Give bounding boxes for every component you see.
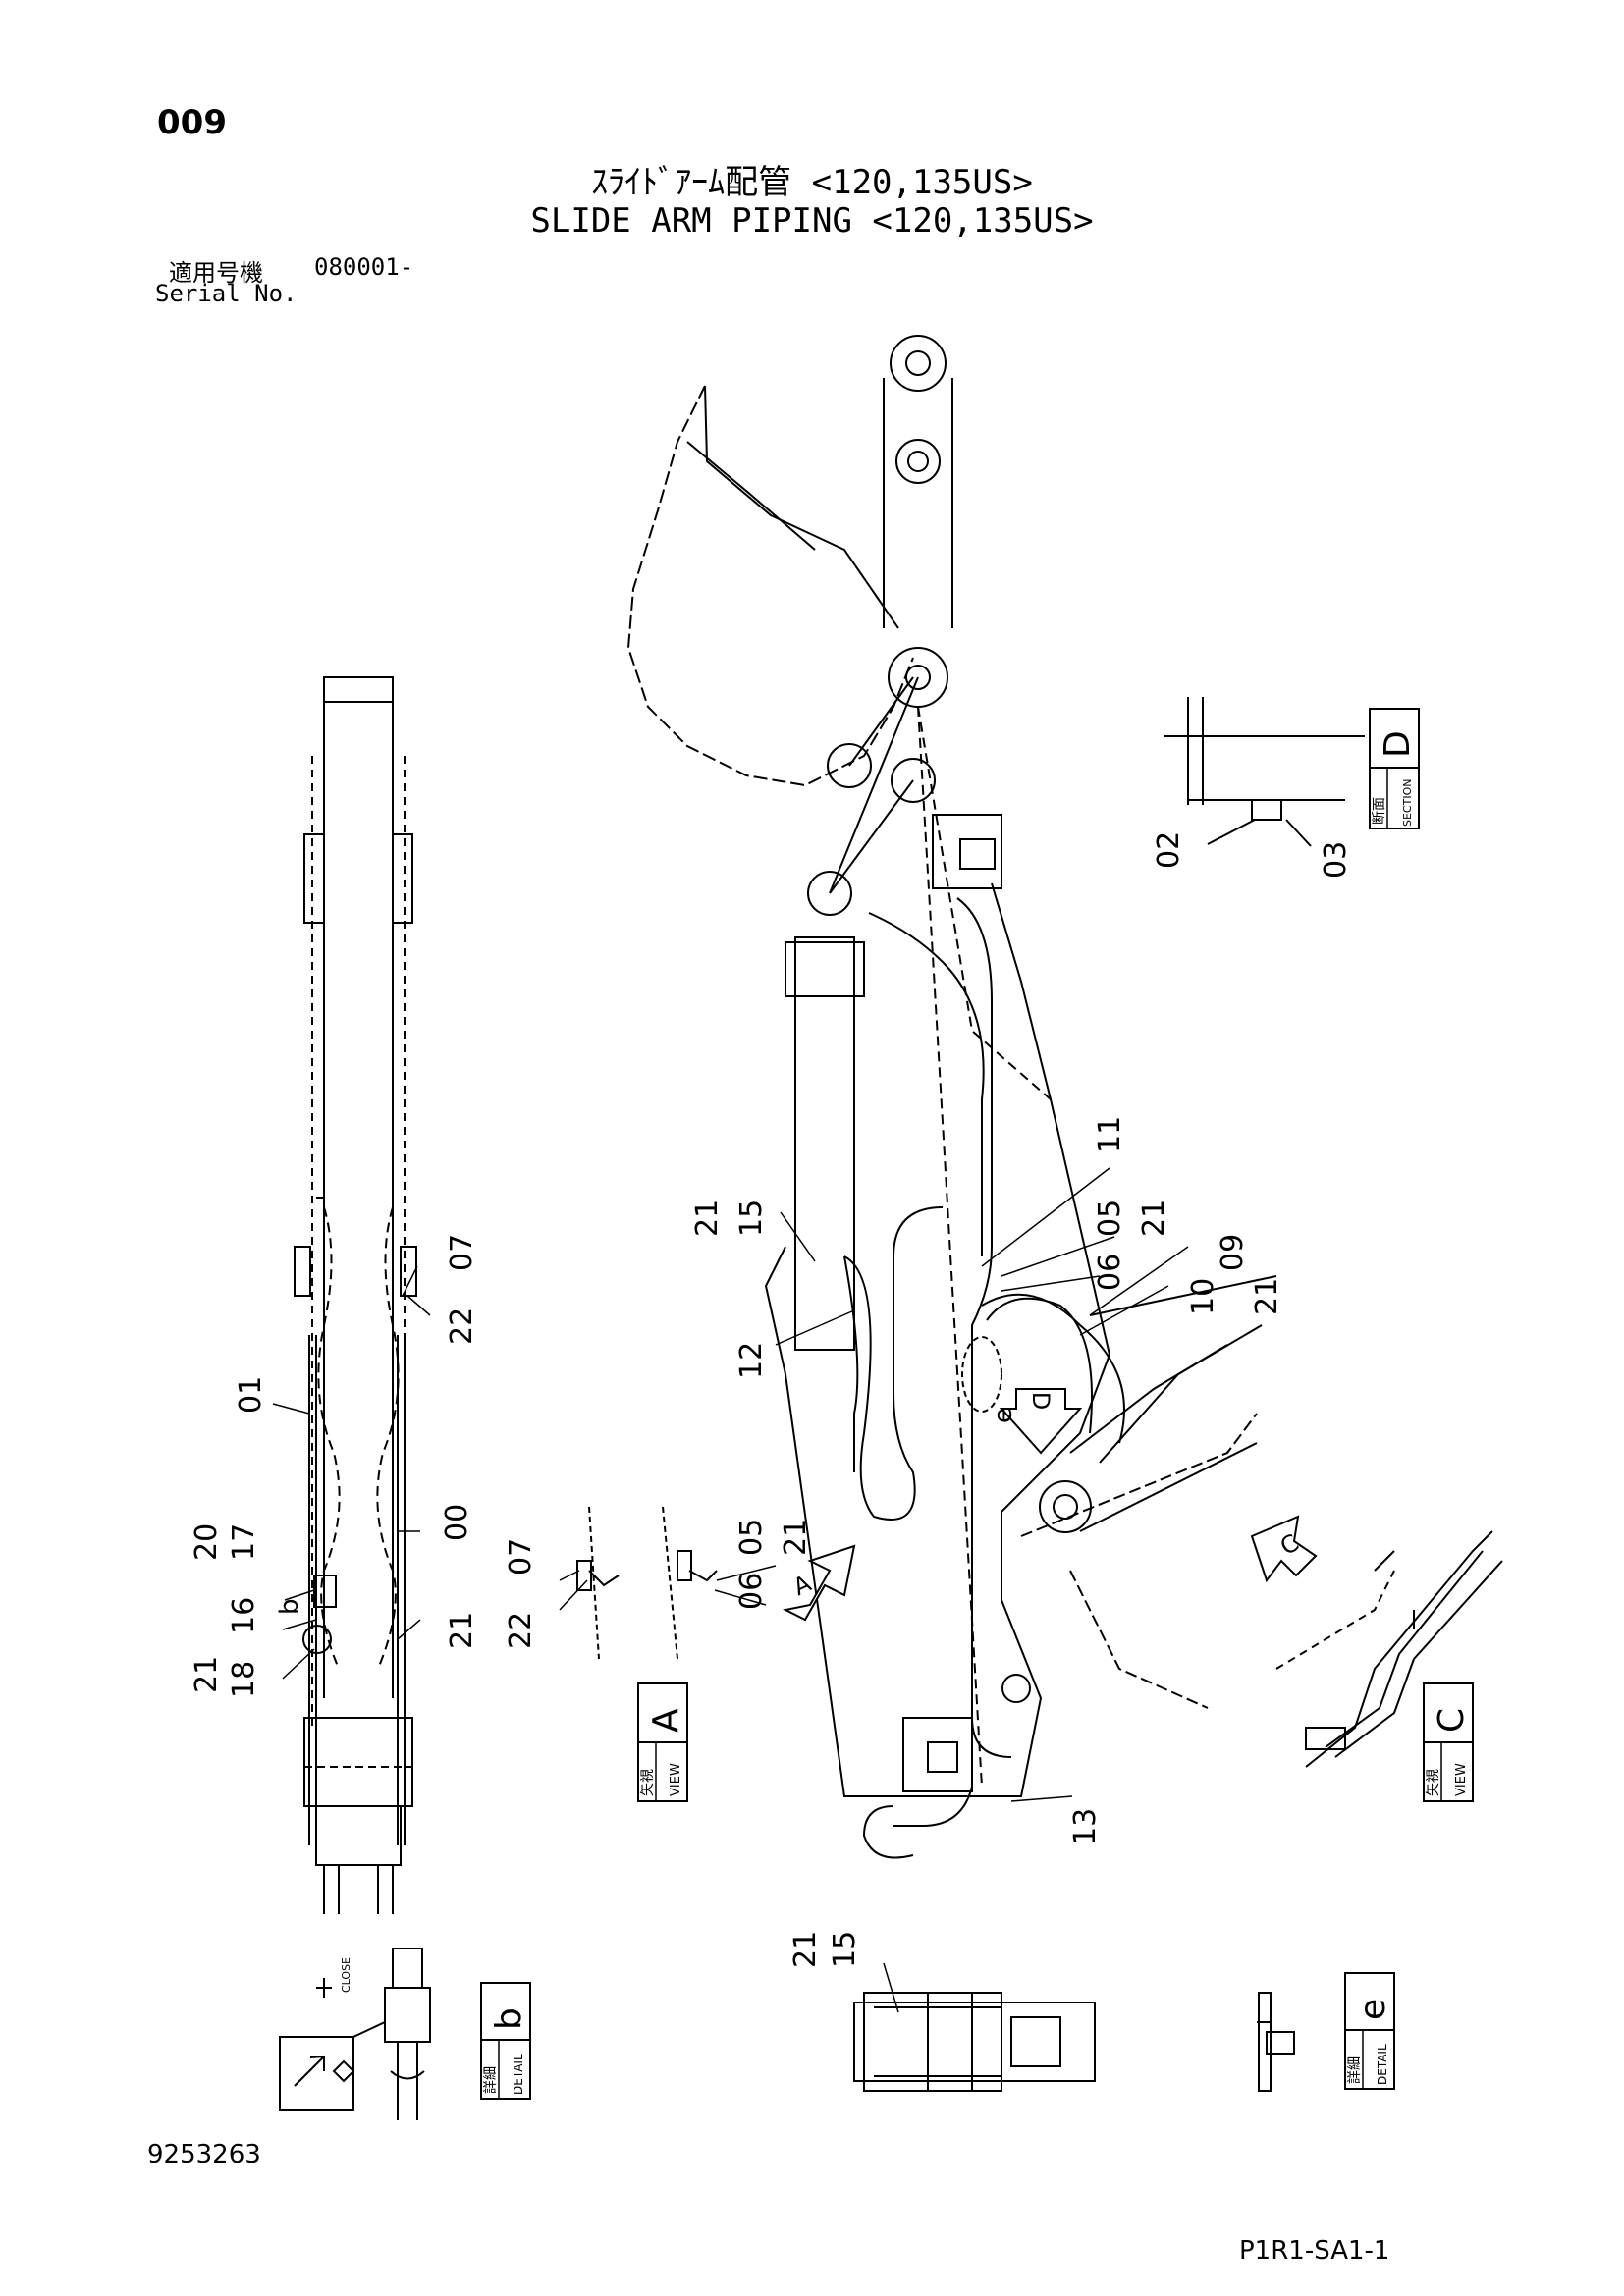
label-section-d: 断面 SECTION D xyxy=(1369,708,1420,829)
serial-number-value: 080001- xyxy=(314,253,414,281)
label-view-a-jp: 矢視 xyxy=(640,1769,656,1796)
callout-21-arm: 21 xyxy=(1137,1200,1171,1237)
callout-05-arm: 05 xyxy=(1093,1200,1127,1237)
callout-18: 18 xyxy=(227,1661,261,1698)
callout-21-mid: 21 xyxy=(445,1612,479,1649)
callout-21-bottom: 21 xyxy=(788,1931,823,1968)
callout-16: 16 xyxy=(227,1597,261,1634)
callout-07-view-a: 07 xyxy=(504,1538,538,1575)
label-view-c-en: VIEW xyxy=(1454,1763,1469,1796)
label-view-a: 矢視 VIEW A xyxy=(637,1682,688,1802)
callout-21-left: 21 xyxy=(189,1656,224,1693)
label-view-a-en: VIEW xyxy=(669,1763,683,1796)
page-number: 009 xyxy=(157,103,227,142)
arm-top-view xyxy=(294,676,417,1914)
page-title-english: SLIDE ARM PIPING <120,135US> xyxy=(530,201,1094,240)
label-detail-e-jp: 詳細 xyxy=(1347,2056,1363,2084)
view-arrow-c: C xyxy=(1250,1515,1318,1583)
callout-06-view-a: 06 xyxy=(734,1573,769,1610)
sheet-number: P1R1-SA1-1 xyxy=(1239,2236,1390,2266)
callout-21-arm-top: 21 xyxy=(690,1200,725,1237)
label-view-c-jp: 矢視 xyxy=(1426,1769,1441,1796)
label-detail-b: 詳細 DETAIL b xyxy=(480,1982,531,2100)
serial-label-english: Serial No. xyxy=(155,280,298,307)
view-arrow-d-letter: D xyxy=(1027,1392,1055,1410)
view-arrow-d: D xyxy=(999,1388,1083,1455)
arm-side-view xyxy=(626,335,1277,1859)
callout-01: 01 xyxy=(234,1376,268,1414)
callout-b: b xyxy=(275,1598,304,1615)
label-section-d-en: SECTION xyxy=(1401,779,1414,827)
label-section-d-jp: 断面 xyxy=(1372,797,1387,825)
detail-b-valve xyxy=(279,1948,431,2120)
callout-17: 17 xyxy=(227,1523,261,1561)
callout-13: 13 xyxy=(1068,1808,1103,1845)
section-d-view xyxy=(1164,697,1365,847)
callout-22-view-a: 22 xyxy=(504,1612,538,1649)
callout-numbers: 01 00 07 22 20 17 16 18 21 21 b 07 22 05… xyxy=(189,831,1353,1968)
callout-22-top: 22 xyxy=(445,1308,479,1345)
arm-end-detail xyxy=(853,1992,1096,2092)
leader-lines xyxy=(272,1167,1189,2013)
label-section-d-letter: D xyxy=(1378,730,1418,758)
label-detail-b-letter: b xyxy=(489,2007,529,2030)
drawing-part-number: 9253263 xyxy=(147,2140,261,2169)
callout-00: 00 xyxy=(440,1504,474,1541)
callout-12: 12 xyxy=(734,1342,769,1379)
callout-05-view-a: 05 xyxy=(734,1519,769,1556)
serial-label-japanese: 適用号機 xyxy=(169,259,263,287)
label-detail-e-en: DETAIL xyxy=(1376,2044,1389,2085)
view-c-detail xyxy=(1275,1530,1503,1768)
callout-06-arm: 06 xyxy=(1093,1254,1127,1291)
page-title-japanese: ｽﾗｲﾄﾞｱｰﾑ配管 <120,135US> xyxy=(591,163,1033,202)
callout-03: 03 xyxy=(1319,841,1353,879)
callout-07-top: 07 xyxy=(445,1234,479,1271)
callout-15-arm-top: 15 xyxy=(734,1200,769,1237)
callout-15-bottom: 15 xyxy=(828,1931,862,1968)
label-view-c: 矢視 VIEW C xyxy=(1423,1682,1474,1802)
label-detail-b-en: DETAIL xyxy=(512,2054,525,2095)
callout-20: 20 xyxy=(189,1523,224,1561)
label-detail-b-jp: 詳細 xyxy=(483,2066,499,2094)
callout-e: e xyxy=(989,1408,1018,1423)
callout-11: 11 xyxy=(1093,1116,1127,1153)
detail-e-fitting xyxy=(1257,1992,1295,2092)
callout-21-arm-right: 21 xyxy=(1250,1278,1284,1315)
callout-02: 02 xyxy=(1152,831,1186,869)
valve-close-label: CLOSE xyxy=(340,1957,352,1993)
view-arrow-a-letter: A xyxy=(789,1570,816,1602)
label-view-a-letter: A xyxy=(646,1708,686,1733)
callout-21-view-a: 21 xyxy=(779,1519,813,1556)
label-view-c-letter: C xyxy=(1432,1708,1472,1733)
view-arrow-a: A xyxy=(782,1544,856,1622)
callout-10: 10 xyxy=(1186,1278,1220,1315)
label-detail-e-letter: e xyxy=(1353,1999,1393,2020)
view-a-detail xyxy=(576,1506,718,1660)
callout-09: 09 xyxy=(1216,1234,1250,1271)
label-detail-e: 詳細 DETAIL e xyxy=(1344,1972,1395,2090)
